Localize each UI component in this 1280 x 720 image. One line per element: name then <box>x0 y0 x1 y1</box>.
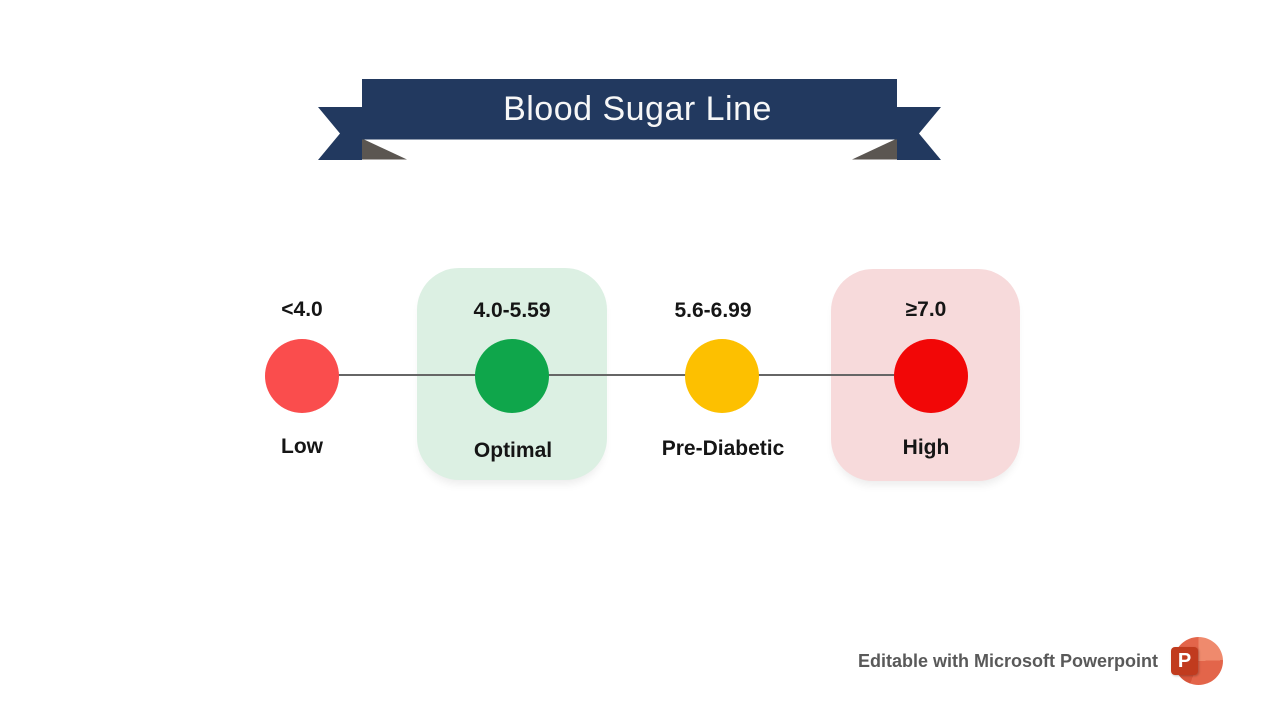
dot-prediabetic <box>685 339 759 413</box>
name-label-high: High <box>902 436 950 459</box>
powerpoint-icon-letter: P <box>1177 649 1192 672</box>
powerpoint-icon: P <box>1171 635 1224 687</box>
range-label-optimal: 4.0-5.59 <box>473 299 551 322</box>
timeline-connector-line <box>302 374 931 376</box>
range-label-low: <4.0 <box>281 298 323 321</box>
ribbon-fold-right <box>852 138 897 160</box>
powerpoint-icon-tile: P <box>1171 647 1198 675</box>
dot-low <box>265 339 339 413</box>
dot-optimal <box>475 339 549 413</box>
ribbon-tail-right <box>897 107 941 160</box>
ribbon-banner-shape <box>318 79 941 160</box>
dot-high <box>894 339 968 413</box>
ribbon-fold-left <box>362 138 407 160</box>
slide-title: Blood Sugar Line <box>503 90 772 128</box>
name-label-low: Low <box>281 435 323 458</box>
footer: Editable with Microsoft Powerpoint P <box>858 634 1224 688</box>
range-label-high: ≥7.0 <box>905 298 947 321</box>
footer-credit-text: Editable with Microsoft Powerpoint <box>857 650 1158 671</box>
ribbon-tail-left <box>318 107 362 160</box>
name-label-prediabetic: Pre-Diabetic <box>661 437 785 460</box>
ribbon-band <box>362 79 897 140</box>
range-label-prediabetic: 5.6-6.99 <box>674 299 752 322</box>
name-label-optimal: Optimal <box>473 439 553 462</box>
